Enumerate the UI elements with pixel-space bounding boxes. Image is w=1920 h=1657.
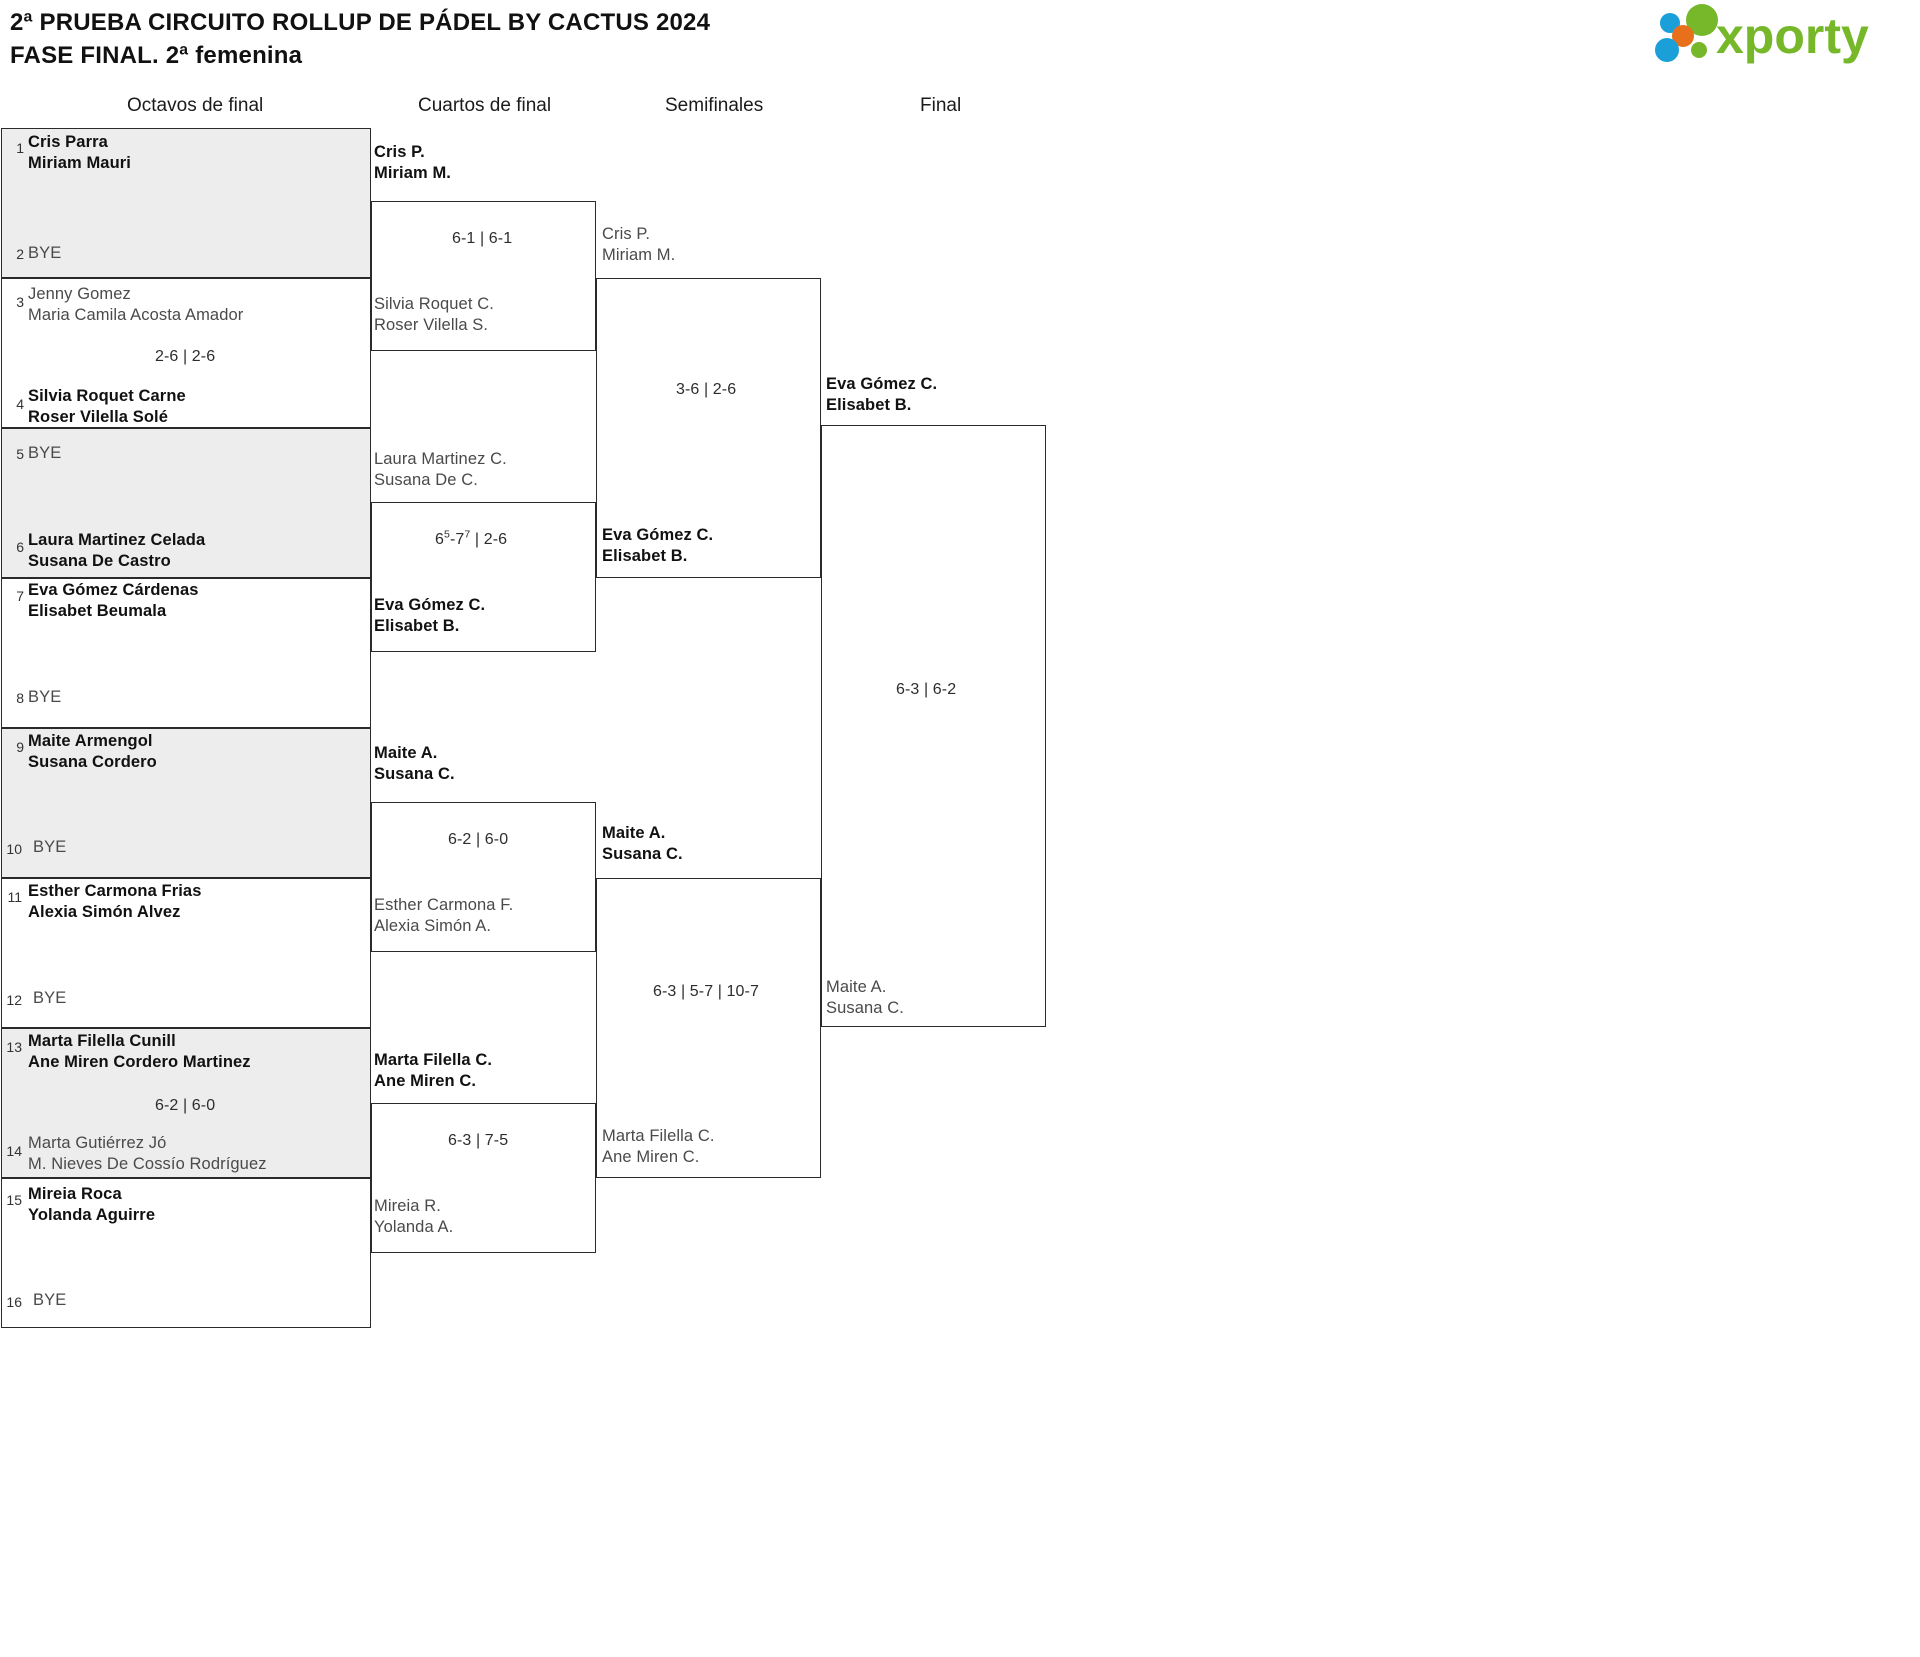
logo-wordmark: xporty bbox=[1716, 8, 1869, 64]
round-header-semifinales: Semifinales bbox=[665, 95, 764, 116]
r16-seed-7: 7 bbox=[16, 588, 24, 604]
r16-team-8: BYE bbox=[28, 688, 62, 706]
qf-box-2[interactable] bbox=[371, 502, 596, 652]
r16-block-1[interactable] bbox=[1, 128, 371, 278]
qf-team-4: Eva Gómez C. Elisabet B. bbox=[374, 596, 486, 636]
logo-dot-blue-top bbox=[1660, 13, 1680, 33]
qf-team-8: Mireia R. Yolanda A. bbox=[374, 1197, 454, 1237]
round-header-final: Final bbox=[920, 95, 962, 116]
r16-seed-5: 5 bbox=[16, 446, 24, 462]
qf-team-2: Silvia Roquet C. Roser Vilella S. bbox=[374, 295, 494, 335]
r16-team-12: BYE bbox=[33, 989, 67, 1007]
r16-seed-14: 14 bbox=[6, 1143, 22, 1159]
r16-block-7[interactable] bbox=[1, 1028, 371, 1178]
final-score: 6-3 | 6-2 bbox=[896, 681, 957, 698]
r16-team-15: Mireia Roca Yolanda Aguirre bbox=[28, 1185, 156, 1225]
r16-seed-12: 12 bbox=[6, 992, 22, 1008]
qf-team-1: Cris P. Miriam M. bbox=[374, 143, 451, 183]
r16-team-4: Silvia Roquet Carne Roser Vilella Solé bbox=[28, 387, 186, 427]
page-title: 2ª PRUEBA CIRCUITO ROLLUP DE PÁDEL BY CA… bbox=[10, 9, 711, 70]
r16-team-13: Marta Filella Cunill Ane Miren Cordero M… bbox=[28, 1032, 251, 1072]
round-header-cuartos: Cuartos de final bbox=[418, 95, 552, 116]
r16-block-8[interactable] bbox=[1, 1178, 371, 1328]
r16-score-2: 2-6 | 2-6 bbox=[155, 348, 216, 365]
xporty-logo-svg: xporty bbox=[1655, 4, 1869, 64]
r16-team-10: BYE bbox=[33, 838, 67, 856]
r16-block-5[interactable] bbox=[1, 728, 371, 878]
r16-seed-15: 15 bbox=[6, 1192, 22, 1208]
qf-team-5: Maite A. Susana C. bbox=[374, 744, 455, 784]
r16-seed-8: 8 bbox=[16, 690, 24, 706]
r16-seed-11: 11 bbox=[7, 889, 22, 905]
r16-block-3[interactable] bbox=[1, 428, 371, 578]
r16-seed-6: 6 bbox=[16, 539, 24, 555]
r16-team-3: Jenny Gomez Maria Camila Acosta Amador bbox=[28, 285, 244, 325]
logo-dot-blue-bottom bbox=[1655, 38, 1679, 62]
qf-score-3-text: 6-2 | 6-0 bbox=[448, 831, 509, 848]
r16-score-7: 6-2 | 6-0 bbox=[155, 1097, 216, 1114]
r16-team-11: Esther Carmona Frias Alexia Simón Alvez bbox=[28, 882, 202, 922]
final-team-2: Maite A. Susana C. bbox=[826, 978, 904, 1018]
qf-score-3: 6-2 | 6-0 bbox=[448, 831, 508, 849]
qf-box-4[interactable] bbox=[371, 1103, 596, 1253]
r16-seed-2: 2 bbox=[16, 246, 24, 262]
sf-score-2: 6-3 | 5-7 | 10-7 bbox=[653, 983, 759, 1000]
r16-team-6: Laura Martinez Celada Susana De Castro bbox=[28, 531, 206, 571]
r16-seed-1: 1 bbox=[16, 140, 24, 156]
qf-score-1: 6-1 | 6-1 bbox=[452, 230, 512, 248]
qf-score-4-text: 6-3 | 7-5 bbox=[448, 1132, 509, 1149]
r16-seed-3: 3 bbox=[16, 294, 24, 310]
qf-box-3[interactable] bbox=[371, 802, 596, 952]
r16-seed-16: 16 bbox=[6, 1294, 22, 1310]
final-box[interactable] bbox=[821, 425, 1046, 1027]
round-header-octavos: Octavos de final bbox=[127, 95, 264, 116]
xporty-logo: xporty bbox=[1650, 4, 1912, 66]
r16-team-2: BYE bbox=[28, 244, 62, 262]
r16-seed-4: 4 bbox=[16, 396, 24, 412]
sf-box-1[interactable] bbox=[596, 278, 821, 578]
r16-team-1: Cris Parra Miriam Mauri bbox=[28, 133, 131, 173]
sf-box-2[interactable] bbox=[596, 878, 821, 1178]
sf-score-1: 3-6 | 2-6 bbox=[676, 381, 737, 398]
r16-seed-10: 10 bbox=[6, 841, 22, 857]
logo-dot-green-small bbox=[1691, 42, 1707, 58]
qf-score-2-text: 65-77 | 2-6 bbox=[435, 528, 508, 548]
qf-team-7: Marta Filella C. Ane Miren C. bbox=[374, 1051, 493, 1091]
qf-score-4: 6-3 | 7-5 bbox=[448, 1132, 508, 1150]
r16-team-16: BYE bbox=[33, 1291, 67, 1309]
qf-box-1[interactable] bbox=[371, 201, 596, 351]
logo-dot-green-big bbox=[1686, 4, 1718, 36]
r16-seed-9: 9 bbox=[16, 739, 24, 755]
r16-block-6[interactable] bbox=[1, 878, 371, 1028]
r16-seed-13: 13 bbox=[6, 1039, 22, 1055]
sf-team-2: Eva Gómez C. Elisabet B. bbox=[602, 526, 714, 566]
sf-team-3: Maite A. Susana C. bbox=[602, 824, 683, 864]
qf-score-2: 65-77 | 2-6 bbox=[435, 528, 508, 549]
sf-team-4: Marta Filella C. Ane Miren C. bbox=[602, 1127, 715, 1167]
qf-team-6: Esther Carmona F. Alexia Simón A. bbox=[374, 896, 514, 936]
r16-team-9: Maite Armengol Susana Cordero bbox=[28, 732, 157, 772]
logo-dot-orange bbox=[1672, 25, 1694, 47]
r16-team-14: Marta Gutiérrez Jó M. Nieves De Cossío R… bbox=[28, 1134, 267, 1174]
r16-team-7: Eva Gómez Cárdenas Elisabet Beumala bbox=[28, 581, 199, 621]
r16-block-4[interactable] bbox=[1, 578, 371, 728]
qf-score-1-text: 6-1 | 6-1 bbox=[452, 230, 513, 247]
qf-team-3: Laura Martinez C. Susana De C. bbox=[374, 450, 507, 490]
sf-team-1: Cris P. Miriam M. bbox=[602, 225, 676, 265]
r16-block-2[interactable] bbox=[1, 278, 371, 428]
r16-team-5: BYE bbox=[28, 444, 62, 462]
final-team-1: Eva Gómez C. Elisabet B. bbox=[826, 375, 938, 415]
